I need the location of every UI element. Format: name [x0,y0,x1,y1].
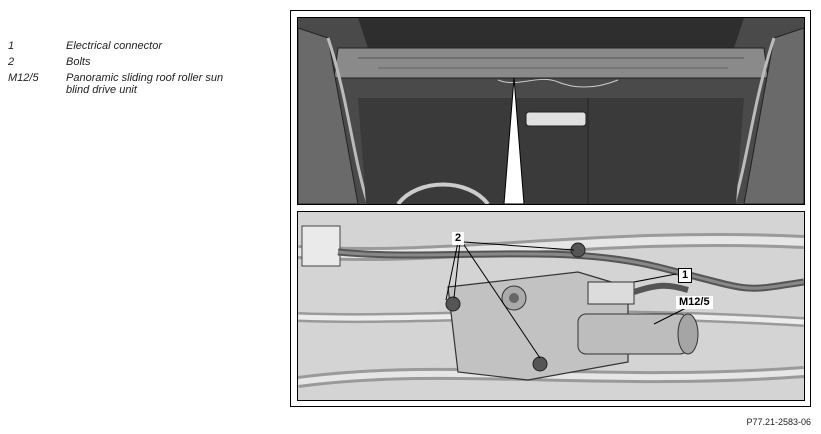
legend-key: 1 [8,40,15,52]
roof-overview-drawing [298,18,804,204]
legend-row-connector: 1 Electrical connector [8,40,268,52]
detail-illustration: 2 1 M12/5 [297,211,805,401]
legend: 1 Electrical connector 2 Bolts M12/5 Pan… [8,40,268,100]
callout-connector: 1 [678,268,693,283]
legend-desc: Bolts [66,56,91,68]
legend-row-bolts: 2 Bolts [8,56,268,68]
figure-frame: 2 1 M12/5 [290,10,811,407]
legend-key: M12/5 [8,72,39,84]
legend-row-drive-unit: M12/5 Panoramic sliding roof roller sun … [8,72,268,96]
callout-bolts: 2 [452,232,465,245]
legend-key: 2 [8,56,15,68]
drive-unit-drawing [298,212,804,400]
legend-desc: Panoramic sliding roof roller sun blind … [66,72,224,96]
legend-desc: Electrical connector [66,40,162,52]
overview-illustration [297,17,805,205]
figure-reference: P77.21-2583-06 [746,417,811,427]
callout-drive-unit: M12/5 [676,296,713,309]
